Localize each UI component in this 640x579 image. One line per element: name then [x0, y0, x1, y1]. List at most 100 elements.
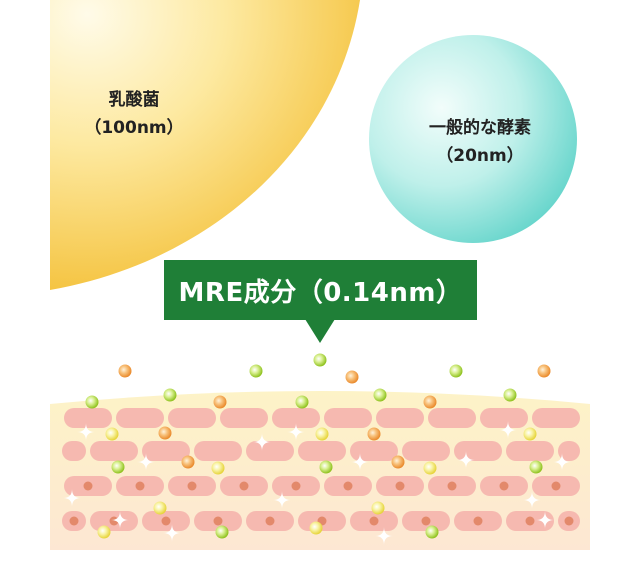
enzyme-label: 一般的な酵素 （20nm）	[370, 114, 590, 170]
cell-nucleus	[135, 481, 145, 491]
yellow-particle	[371, 501, 385, 515]
sparkle-icon	[63, 489, 81, 507]
green-particle	[449, 364, 463, 378]
skin-cell	[454, 441, 502, 461]
yellow-particle	[315, 427, 329, 441]
orange-particle	[537, 364, 551, 378]
cell-nucleus	[447, 481, 457, 491]
orange-particle	[391, 455, 405, 469]
cell-nucleus	[564, 516, 574, 526]
enzyme-size: （20nm）	[436, 146, 524, 166]
mre-callout-pointer	[305, 319, 335, 343]
green-particle	[111, 460, 125, 474]
sparkle-icon	[375, 527, 393, 545]
skin-cell	[324, 408, 372, 428]
skin-cell	[506, 441, 554, 461]
green-particle	[313, 353, 327, 367]
green-particle	[503, 388, 517, 402]
green-particle	[163, 388, 177, 402]
orange-particle	[423, 395, 437, 409]
sparkle-icon	[163, 524, 181, 542]
skin-cell	[168, 408, 216, 428]
yellow-particle	[211, 461, 225, 475]
mre-particles	[85, 353, 551, 539]
sparkle-icon	[553, 453, 571, 471]
orange-particle	[213, 395, 227, 409]
skin-cell	[90, 441, 138, 461]
skin-cell	[298, 441, 346, 461]
skin-cell	[376, 408, 424, 428]
cell-nucleus	[499, 481, 509, 491]
yellow-particle	[423, 461, 437, 475]
skin-cell	[532, 408, 580, 428]
cell-nucleus	[239, 481, 249, 491]
skin-cell	[350, 441, 398, 461]
cell-nucleus	[69, 516, 79, 526]
sparkle-icon	[77, 423, 95, 441]
green-particle	[319, 460, 333, 474]
cell-nucleus	[161, 516, 171, 526]
skin-layer	[50, 391, 590, 550]
green-particle	[295, 395, 309, 409]
sparkle-icon	[137, 453, 155, 471]
cell-nucleus	[83, 481, 93, 491]
cell-nucleus	[551, 481, 561, 491]
yellow-particle	[105, 427, 119, 441]
orange-particle	[118, 364, 132, 378]
sparkle-icon	[523, 491, 541, 509]
green-particle	[85, 395, 99, 409]
green-particle	[215, 525, 229, 539]
skin-cells	[62, 408, 580, 531]
cell-nucleus	[291, 481, 301, 491]
skin-cell	[220, 408, 268, 428]
sparkle-icon	[253, 433, 271, 451]
sparkle-icon	[457, 451, 475, 469]
yellow-particle	[97, 525, 111, 539]
yellow-particle	[309, 521, 323, 535]
cell-nucleus	[421, 516, 431, 526]
cell-nucleus	[369, 516, 379, 526]
sparkle-icon	[111, 511, 129, 529]
sparkle-icon	[273, 491, 291, 509]
sparkle-icon	[499, 421, 517, 439]
cell-nucleus	[213, 516, 223, 526]
green-particle	[249, 364, 263, 378]
skin-cell	[62, 441, 86, 461]
orange-particle	[367, 427, 381, 441]
skin-cell	[428, 408, 476, 428]
sparkle-icon	[287, 423, 305, 441]
sparkle-icon	[536, 511, 554, 529]
cell-nucleus	[109, 516, 119, 526]
cell-nucleus	[265, 516, 275, 526]
skin-cell	[194, 441, 242, 461]
skin-cell	[64, 408, 112, 428]
lactic-bacteria-size: （100nm）	[84, 118, 184, 138]
mre-callout: MRE成分（0.14nm）	[164, 260, 477, 320]
skin-cell	[246, 441, 294, 461]
lactic-bacteria-name: 乳酸菌	[108, 90, 160, 110]
green-particle	[425, 525, 439, 539]
cell-nucleus	[395, 481, 405, 491]
sparkles	[63, 421, 571, 545]
cell-nucleus	[473, 516, 483, 526]
orange-particle	[181, 455, 195, 469]
skin-cell	[272, 408, 320, 428]
cell-nucleus	[343, 481, 353, 491]
lactic-bacteria-shape	[50, 0, 360, 290]
skin-cell	[558, 441, 580, 461]
lactic-bacteria-label: 乳酸菌 （100nm）	[74, 86, 194, 142]
yellow-particle	[523, 427, 537, 441]
orange-particle	[158, 426, 172, 440]
sparkle-icon	[351, 453, 369, 471]
enzyme-name: 一般的な酵素	[429, 118, 531, 138]
skin-cell	[402, 441, 450, 461]
skin-cell	[480, 408, 528, 428]
cell-nucleus	[525, 516, 535, 526]
skin-cell	[116, 408, 164, 428]
mre-callout-label: MRE成分（0.14nm）	[178, 277, 463, 308]
cell-nucleus	[187, 481, 197, 491]
enzyme-sphere	[369, 35, 577, 243]
yellow-particle	[153, 501, 167, 515]
